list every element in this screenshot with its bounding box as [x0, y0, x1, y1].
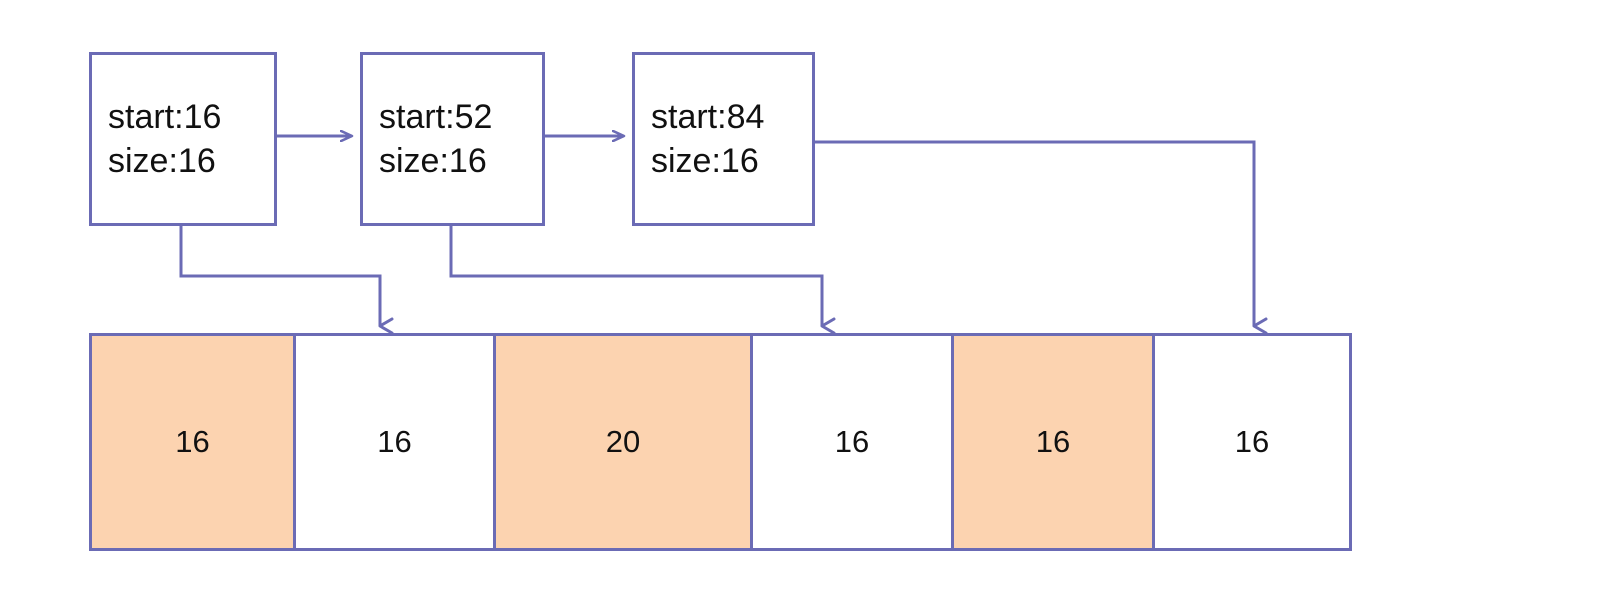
- memory-block-row: 16 16 20 16 16 16: [89, 333, 1352, 551]
- node-1-start-label: start:16: [108, 97, 222, 136]
- memory-cell-1-label: 16: [175, 424, 210, 459]
- link-node1-to-cell2: [179, 226, 394, 335]
- memory-cell-5-label: 16: [1035, 424, 1071, 459]
- node-3-size-label: size:16: [651, 142, 759, 180]
- memory-cell-4[interactable]: 16: [753, 336, 954, 548]
- memory-cell-6[interactable]: 16: [1155, 336, 1349, 548]
- node-2-size-label: size:16: [379, 142, 487, 180]
- memory-cell-1[interactable]: 16: [92, 336, 296, 548]
- free-list-node-2[interactable]: start:52 size:16: [360, 52, 545, 226]
- link-node2-to-cell4: [449, 226, 836, 335]
- memory-cell-2-label: 16: [377, 424, 412, 459]
- free-list-node-3[interactable]: start:84 size:16: [632, 52, 815, 226]
- link-node3-to-cell6: [815, 140, 1268, 335]
- free-list-node-1[interactable]: start:16 size:16: [89, 52, 277, 226]
- node-2-start-label: start:52: [379, 97, 493, 136]
- node-1-size-label: size:16: [108, 142, 216, 180]
- memory-cell-2[interactable]: 16: [296, 336, 496, 548]
- memory-cell-6-label: 16: [1234, 424, 1270, 459]
- node-3-start-label: start:84: [651, 97, 765, 136]
- memory-cell-3-label: 20: [605, 424, 641, 459]
- memory-cell-3[interactable]: 20: [496, 336, 753, 548]
- memory-cell-5[interactable]: 16: [954, 336, 1155, 548]
- memory-cell-4-label: 16: [834, 424, 870, 459]
